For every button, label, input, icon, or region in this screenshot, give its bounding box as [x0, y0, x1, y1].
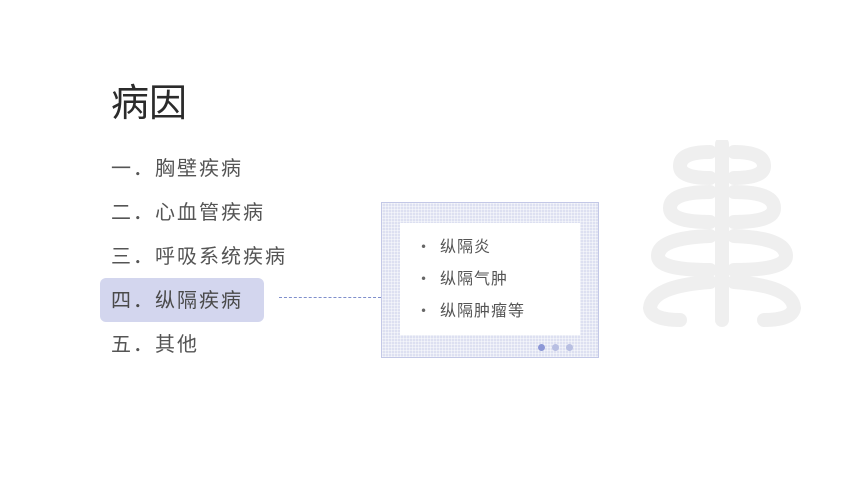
cause-list: 一．胸壁疾病 二．心血管疾病 三．呼吸系统疾病 四．纵隔疾病 五．其他	[100, 146, 287, 366]
pager-dot-3[interactable]	[566, 344, 573, 351]
detail-item-label: 纵隔气肿	[440, 269, 509, 288]
page-title: 病因	[111, 81, 188, 125]
cause-item-cardiovascular[interactable]: 二．心血管疾病	[111, 200, 265, 224]
connector-line	[279, 297, 381, 298]
cause-item-other[interactable]: 五．其他	[111, 332, 199, 356]
pager-dots	[538, 344, 573, 351]
bullet-dot-icon: •	[420, 272, 429, 286]
cause-item-mediastinal[interactable]: 四．纵隔疾病	[100, 278, 264, 322]
cause-item-respiratory[interactable]: 三．呼吸系统疾病	[111, 244, 287, 268]
detail-item-label: 纵隔炎	[440, 237, 492, 256]
pager-dot-1[interactable]	[538, 344, 545, 351]
cause-item-chest-wall[interactable]: 一．胸壁疾病	[111, 156, 243, 180]
ribcage-icon	[642, 140, 802, 327]
detail-popup: • 纵隔炎 • 纵隔气肿 • 纵隔肿瘤等	[381, 202, 599, 358]
bullet-dot-icon: •	[420, 304, 429, 318]
detail-item-label: 纵隔肿瘤等	[440, 301, 526, 320]
detail-list: • 纵隔炎 • 纵隔气肿 • 纵隔肿瘤等	[400, 223, 580, 335]
detail-item: • 纵隔炎	[420, 231, 580, 263]
detail-item: • 纵隔气肿	[420, 263, 580, 295]
bullet-dot-icon: •	[420, 240, 429, 254]
detail-item: • 纵隔肿瘤等	[420, 295, 580, 327]
pager-dot-2[interactable]	[552, 344, 559, 351]
